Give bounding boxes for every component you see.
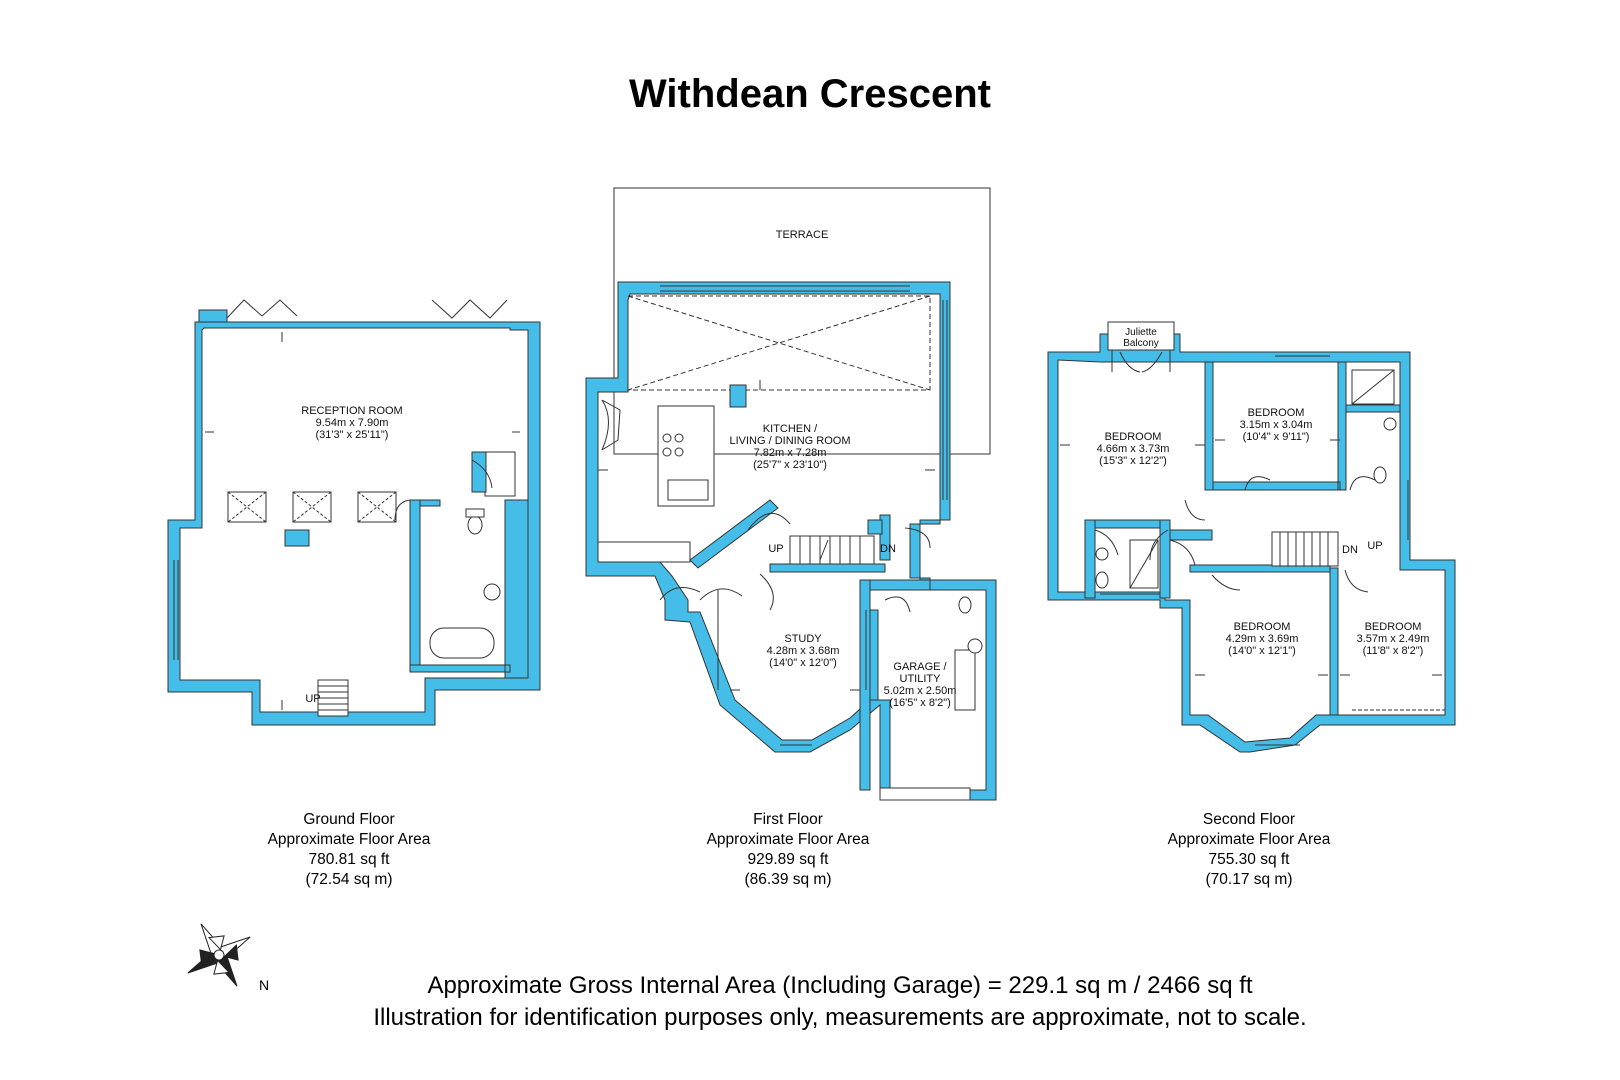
bedroom1-imperial: (15'3" x 12'2") bbox=[1099, 455, 1167, 467]
garage-metric: 5.02m x 2.50m bbox=[884, 685, 957, 697]
kitchen-metric: 7.82m x 7.28m bbox=[754, 447, 827, 459]
first-floor-plan bbox=[585, 187, 997, 801]
ground-floor-sqm: (72.54 sq m) bbox=[305, 871, 393, 888]
terrace-label: TERRACE bbox=[776, 229, 829, 241]
second-floor-internal-walls bbox=[1084, 361, 1401, 716]
ground-chimney-block bbox=[284, 529, 310, 547]
garage-unit bbox=[954, 649, 976, 711]
reception-imperial: (31'3" x 25'11") bbox=[316, 429, 389, 441]
dimension-ticks bbox=[205, 332, 1442, 710]
first-floor-name: First Floor bbox=[753, 811, 823, 828]
study-metric: 4.28m x 3.68m bbox=[767, 645, 840, 657]
ground-floor-sqft: 780.81 sq ft bbox=[308, 851, 390, 868]
basin-icon bbox=[483, 583, 501, 601]
juliette-label-1: Juliette bbox=[1125, 327, 1157, 338]
ground-up-label: UP bbox=[305, 693, 320, 705]
ground-floor-plan bbox=[167, 299, 541, 726]
ground-floor-area-label: Approximate Floor Area bbox=[267, 831, 431, 848]
first-up-label: UP bbox=[768, 543, 783, 555]
study-imperial: (14'0" x 12'0") bbox=[769, 657, 837, 669]
second-floor-caption: Second Floor Approximate Floor Area 755.… bbox=[1099, 810, 1399, 890]
footer: Approximate Gross Internal Area (Includi… bbox=[200, 970, 1480, 1034]
first-floor-stairs bbox=[789, 535, 875, 565]
bedroom2-metric: 3.15m x 3.04m bbox=[1240, 419, 1313, 431]
first-floor-caption: First Floor Approximate Floor Area 929.8… bbox=[638, 810, 938, 890]
juliette-label-2: Balcony bbox=[1123, 338, 1159, 349]
second-floor-sqm: (70.17 sq m) bbox=[1205, 871, 1293, 888]
bedroom3-imperial: (14'0" x 12'1") bbox=[1228, 645, 1296, 657]
bedroom3-name: BEDROOM bbox=[1234, 621, 1291, 633]
garage-imperial: (16'5" x 8'2") bbox=[889, 697, 951, 709]
sink-icon bbox=[667, 479, 709, 501]
second-floor-name: Second Floor bbox=[1202, 811, 1296, 828]
second-floor-area-label: Approximate Floor Area bbox=[1167, 831, 1331, 848]
ground-floor-outer-walls bbox=[167, 309, 541, 726]
bifold-door-right bbox=[431, 299, 508, 319]
second-floor-stairs bbox=[1271, 531, 1339, 567]
kitchen-name-1: KITCHEN / bbox=[763, 423, 818, 435]
bedroom3-metric: 4.29m x 3.69m bbox=[1226, 633, 1299, 645]
kitchen-name-2: LIVING / DINING ROOM bbox=[729, 435, 850, 447]
bedroom2-name: BEDROOM bbox=[1248, 407, 1305, 419]
skylight-icons bbox=[227, 491, 397, 523]
wc-icon bbox=[467, 515, 483, 535]
bedroom4-metric: 3.57m x 2.49m bbox=[1357, 633, 1430, 645]
garage-name-2: UTILITY bbox=[900, 673, 942, 685]
second-floor-sqft: 755.30 sq ft bbox=[1208, 851, 1290, 868]
first-floor-internal-walls bbox=[689, 499, 931, 791]
gross-area-text: Approximate Gross Internal Area (Includi… bbox=[427, 972, 1253, 999]
first-floor-area-label: Approximate Floor Area bbox=[706, 831, 870, 848]
first-floor-sqft: 929.89 sq ft bbox=[747, 851, 829, 868]
second-up-label: UP bbox=[1367, 540, 1382, 552]
compass-rose-icon bbox=[187, 923, 251, 987]
bedroom4-name: BEDROOM bbox=[1365, 621, 1422, 633]
study-name: STUDY bbox=[784, 633, 822, 645]
second-floor-plan bbox=[1047, 321, 1456, 753]
first-floor-sqm: (86.39 sq m) bbox=[744, 871, 832, 888]
bedroom1-metric: 4.66m x 3.73m bbox=[1097, 443, 1170, 455]
ground-stairs bbox=[317, 679, 349, 717]
kitchen-imperial: (25'7" x 23'10") bbox=[753, 459, 827, 471]
garage-name-1: GARAGE / bbox=[893, 661, 947, 673]
bedroom1-name: BEDROOM bbox=[1105, 431, 1162, 443]
bedroom2-imperial: (10'4" x 9'11") bbox=[1243, 431, 1310, 443]
reception-metric: 9.54m x 7.90m bbox=[316, 417, 389, 429]
disclaimer-text: Illustration for identification purposes… bbox=[373, 1004, 1307, 1031]
ground-store-cupboard bbox=[484, 451, 516, 497]
compass-north-label: N bbox=[259, 977, 270, 993]
hob-icon bbox=[662, 433, 684, 457]
bath-icon bbox=[429, 627, 495, 659]
ground-floor-caption: Ground Floor Approximate Floor Area 780.… bbox=[199, 810, 499, 890]
second-dn-label: DN bbox=[1342, 544, 1358, 556]
first-dn-label: DN bbox=[880, 543, 896, 555]
reception-name: RECEPTION ROOM bbox=[301, 405, 402, 417]
plan-title: Withdean Crescent bbox=[629, 72, 991, 116]
kitchen-counter bbox=[597, 541, 691, 563]
ground-bathroom-walls bbox=[409, 499, 529, 679]
bedroom4-imperial: (11'8" x 8'2") bbox=[1363, 645, 1424, 657]
bifold-door-left bbox=[226, 299, 298, 319]
ground-floor-name: Ground Floor bbox=[303, 811, 395, 828]
juliette-balcony bbox=[1107, 321, 1175, 351]
